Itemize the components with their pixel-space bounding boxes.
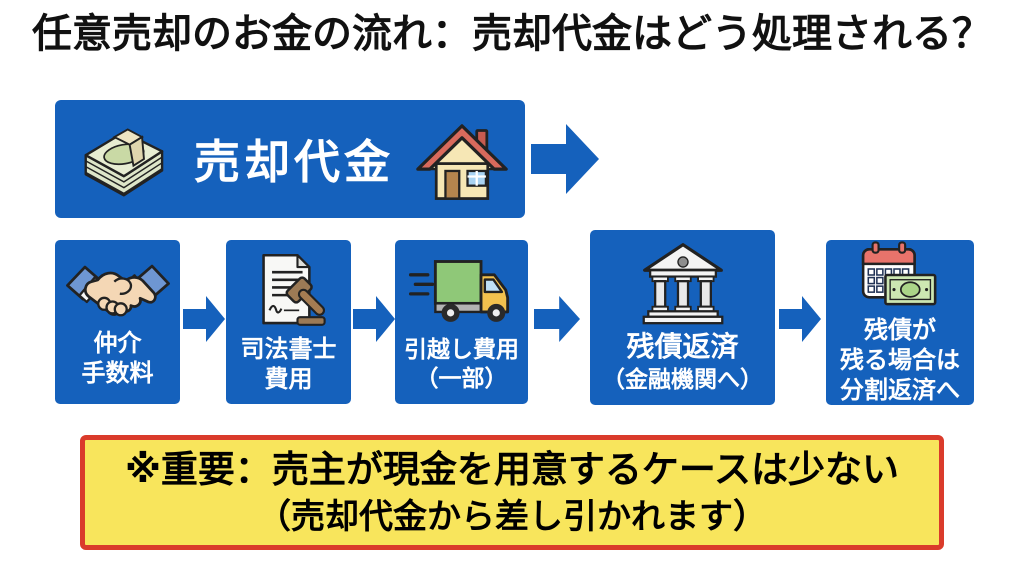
flow-arrow-main	[531, 124, 599, 194]
step-label: 残債が 残る場合は 分割返済へ	[840, 316, 960, 405]
step-label: 司法書士 費用	[241, 335, 337, 395]
step-brokerage-fee: 仲介 手数料	[55, 240, 180, 404]
step-label-line: 司法書士	[240, 335, 337, 363]
house-icon	[416, 124, 508, 200]
note-line-1: ※重要：売主が現金を用意するケースは少ない	[124, 448, 900, 490]
sale-proceeds-banner: 売却代金	[55, 100, 525, 218]
bank-icon	[642, 243, 723, 325]
step-label-line: 残債が	[864, 317, 936, 345]
flow-arrow-icon	[183, 296, 225, 342]
step-label-line: 残る場合は	[840, 347, 960, 375]
step-debt-repayment: 残債返済 （金融機関へ）	[590, 230, 775, 405]
step-label-line: （一部）	[415, 364, 508, 391]
flow-arrow-icon	[534, 296, 580, 342]
step-label-line: 費用	[264, 365, 313, 393]
flow-arrow-icon	[779, 296, 821, 342]
step-label-line: 仲介	[93, 329, 142, 357]
step-label-line: （金融機関へ）	[602, 366, 763, 393]
step-label-line: 引越し費用	[404, 335, 519, 362]
step-installment-repayment: 残債が 残る場合は 分割返済へ	[826, 240, 974, 405]
step-judicial-scrivener-fee: 司法書士 費用	[226, 240, 351, 404]
handshake-icon	[65, 264, 170, 317]
step-label-line: 手数料	[81, 359, 154, 387]
flow-arrow-icon	[353, 296, 395, 342]
step-moving-cost: 引越し費用 （一部）	[395, 240, 528, 404]
calendar-money-icon	[861, 241, 937, 306]
sale-proceeds-label: 売却代金	[194, 136, 394, 188]
step-label-line: 分割返済へ	[840, 376, 960, 404]
money-stack-icon	[84, 128, 164, 197]
page-title: 任意売却のお金の流れ：売却代金はどう処理される？	[32, 12, 992, 56]
step-label: 引越し費用 （一部）	[404, 335, 519, 392]
note-line-2: （売却代金から差し引かれます）	[257, 497, 767, 536]
step-label-line: 残債返済	[626, 331, 739, 363]
step-label: 仲介 手数料	[82, 329, 154, 389]
legal-document-gavel-icon	[261, 253, 326, 326]
moving-truck-icon	[408, 260, 509, 322]
important-note: ※重要：売主が現金を用意するケースは少ない （売却代金から差し引かれます）	[80, 435, 944, 550]
step-label: 残債返済 （金融機関へ）	[602, 330, 763, 393]
